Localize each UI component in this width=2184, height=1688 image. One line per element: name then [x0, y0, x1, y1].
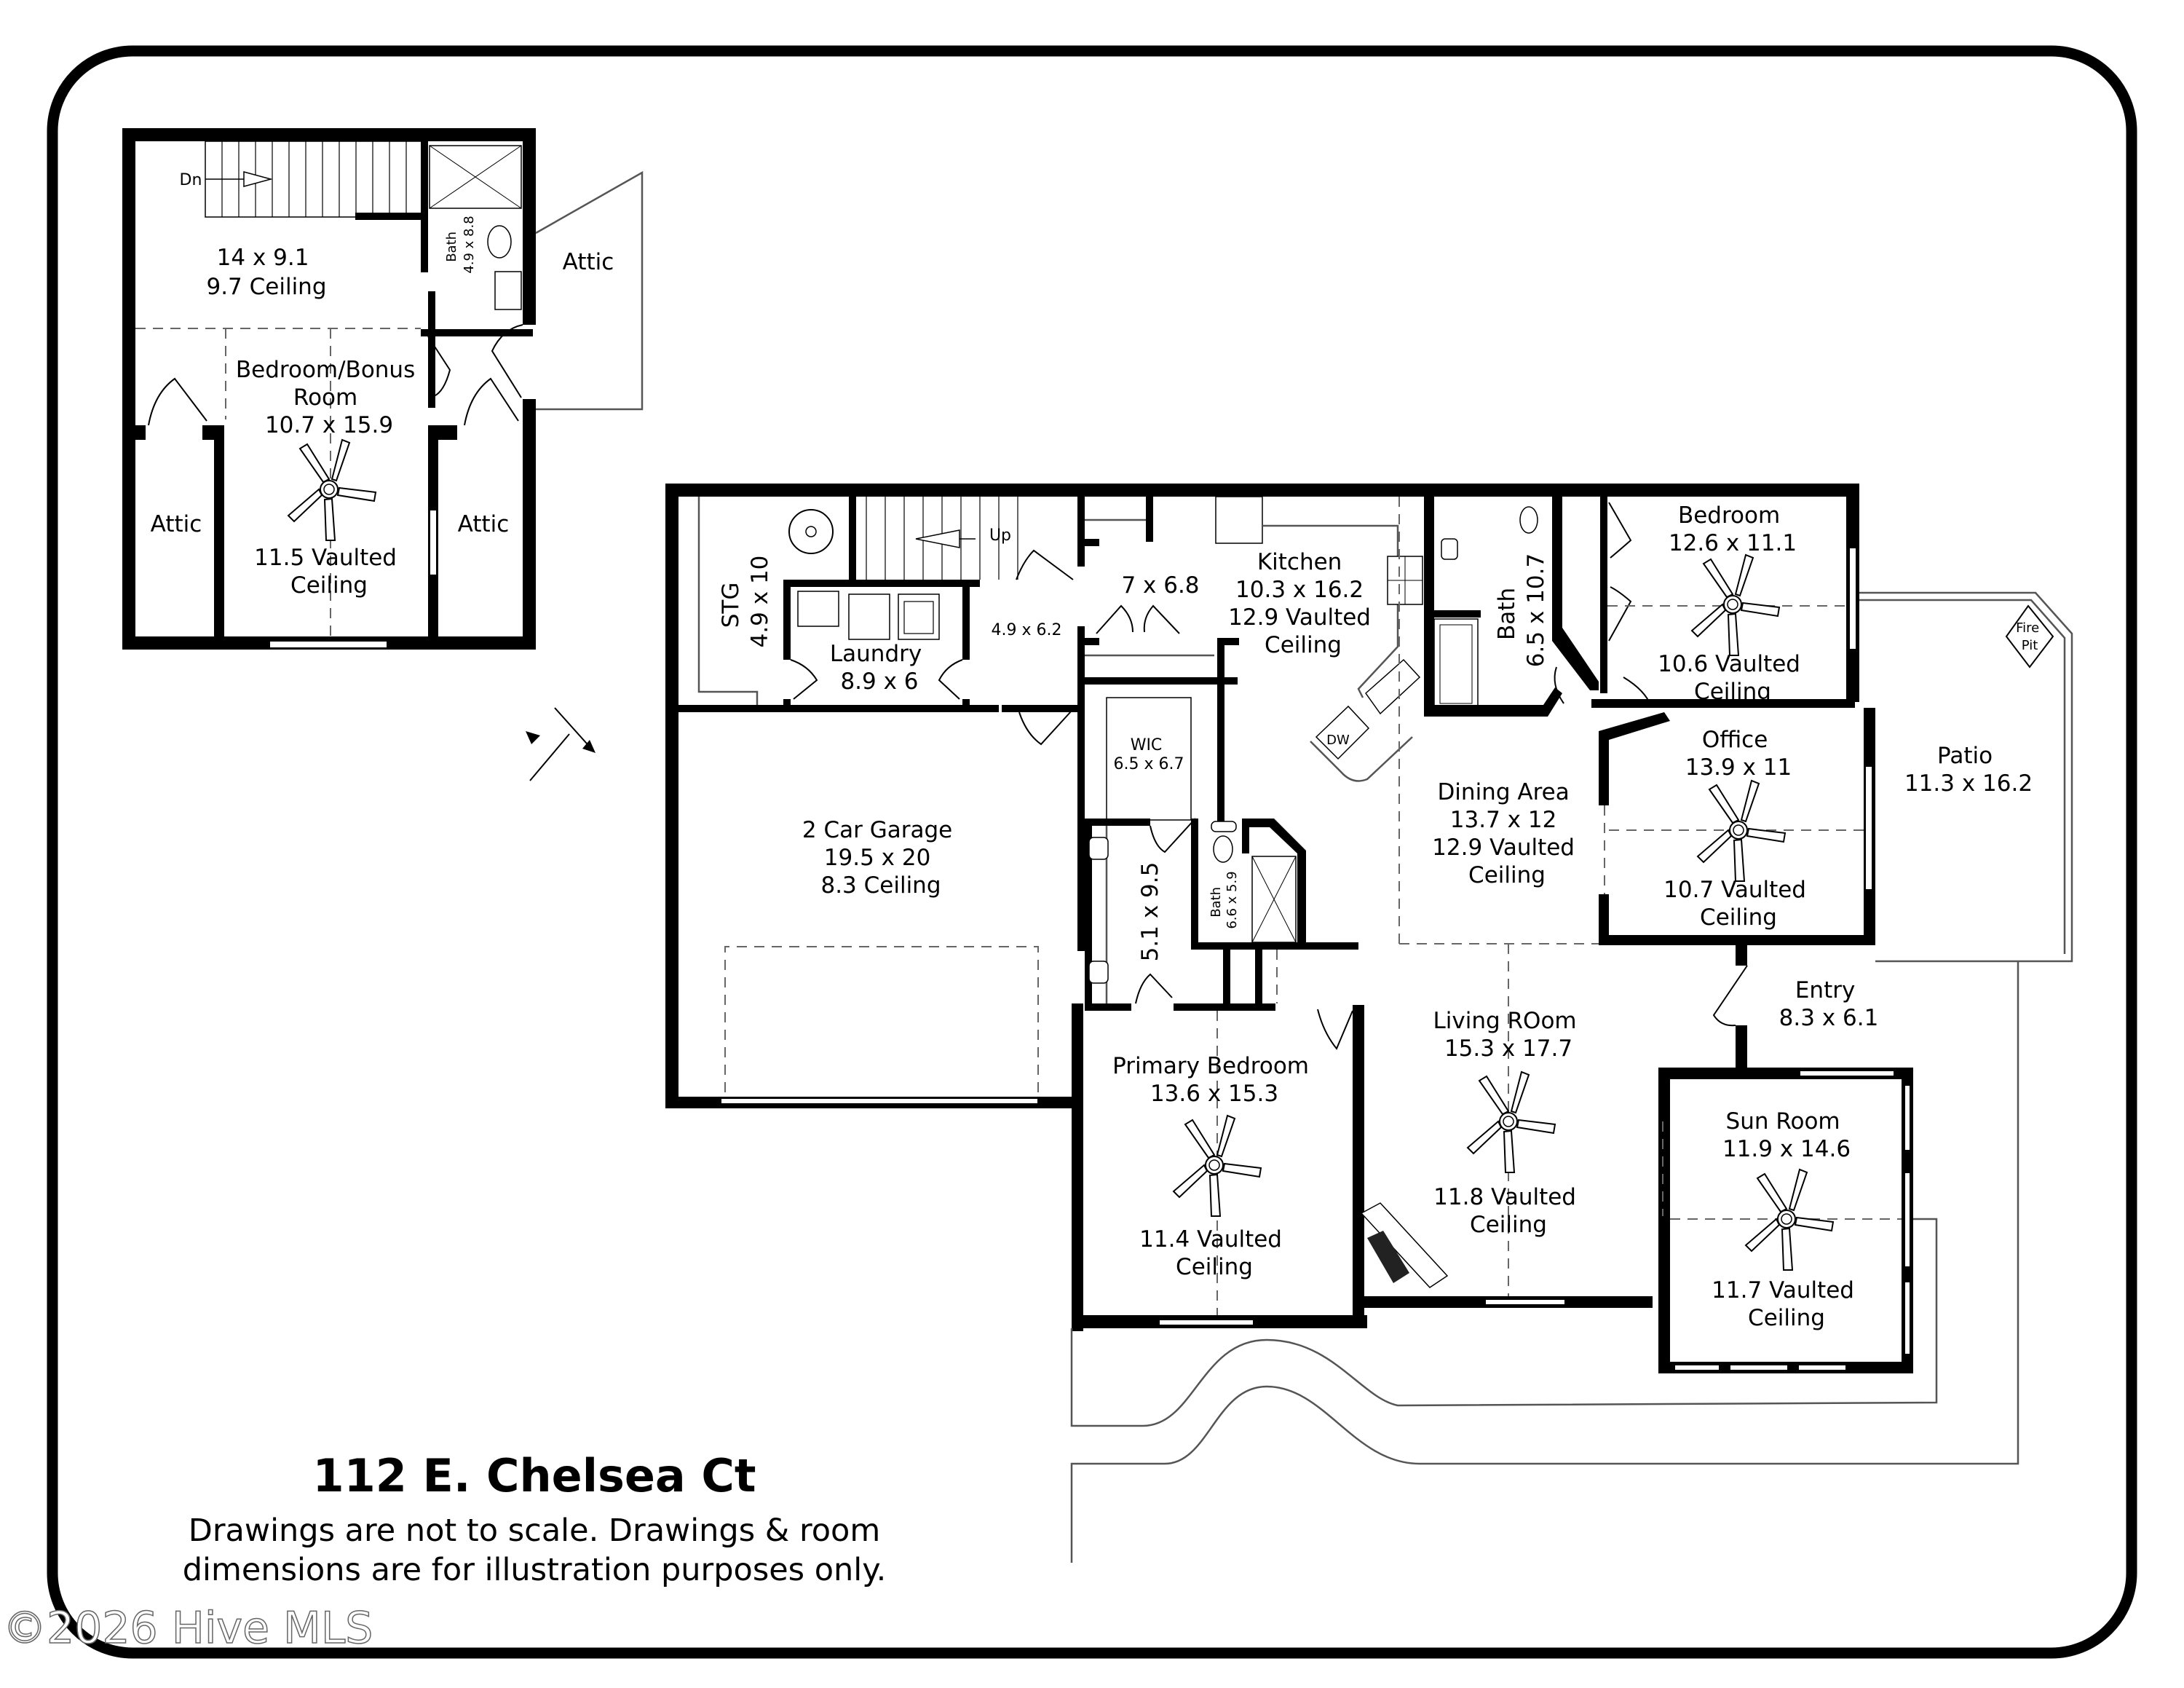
orientation-arrows-icon — [526, 707, 596, 781]
room-label-pantry: 7 x 6.8 — [1121, 572, 1199, 599]
room-ceiling-living: 11.8 Vaulted Ceiling — [1433, 1184, 1583, 1238]
room-label-office: Office 13.9 x 11 — [1685, 727, 1792, 781]
stairs-label: Dn — [180, 171, 202, 189]
room-label-bath-small: Bath 6.6 x 5.9 — [1208, 871, 1240, 928]
room-label-attic-right: Attic — [458, 511, 510, 537]
room-label-primary-bath: 5.1 x 9.5 — [1137, 862, 1163, 962]
ceiling-fan-icon — [1697, 780, 1786, 882]
room-label-wic: WIC 6.5 x 6.7 — [1114, 736, 1184, 773]
room-ceiling-bonus: 11.5 Vaulted Ceiling — [254, 545, 404, 599]
room-label-bath-hall: Bath 6.5 x 10.7 — [1494, 553, 1549, 667]
page-title: 112 E. Chelsea Ct — [313, 1449, 756, 1502]
room-label-sun-room: Sun Room 11.9 x 14.6 — [1722, 1108, 1851, 1162]
room-label-attic-left: Attic — [151, 511, 202, 537]
room-label-living: Living ROom 15.3 x 17.7 — [1433, 1008, 1584, 1062]
room-ceiling-sun-room: 11.7 Vaulted Ceiling — [1712, 1277, 1861, 1331]
range-icon — [1387, 556, 1423, 605]
room-ceiling-bedroom: 10.6 Vaulted Ceiling — [1658, 651, 1808, 705]
ceiling-fan-icon — [288, 439, 376, 541]
main-floor: Up — [665, 484, 2073, 1563]
room-label-bath-up: Bath 4.9 x 8.8 — [444, 216, 477, 273]
stairs-label: Up — [989, 526, 1011, 545]
watermark: ©2026 Hive MLS — [3, 1603, 373, 1654]
stairs-down: Dn — [180, 141, 423, 218]
room-label-loft: 14 x 9.1 9.7 Ceiling — [206, 245, 326, 300]
room-label-patio: Patio 11.3 x 16.2 — [1904, 743, 2033, 797]
disclaimer-line-2: dimensions are for illustration purposes… — [183, 1552, 887, 1588]
stairs-up: Up — [866, 497, 1018, 580]
room-label-entry: Entry 8.3 x 6.1 — [1779, 977, 1879, 1031]
room-label-attic-outside: Attic — [563, 249, 614, 275]
room-label-laundry: Laundry 8.9 x 6 — [830, 641, 929, 695]
room-label-bonus: Bedroom/Bonus Room 10.7 x 15.9 — [236, 357, 422, 438]
ceiling-fan-icon — [1173, 1115, 1262, 1217]
fire-pit-label: Fire Pit — [2016, 620, 2043, 653]
upper-floor: Dn Bath 4.9 x 8.8 — [122, 128, 644, 650]
room-label-stg: STG 4.9 x 10 — [718, 556, 773, 648]
dishwasher-label: DW — [1326, 733, 1350, 748]
room-label-hall: 4.9 x 6.2 — [992, 621, 1062, 639]
sink-island: DW — [1310, 658, 1421, 782]
room-label-bedroom: Bedroom 12.6 x 11.1 — [1669, 502, 1797, 556]
room-label-primary-bedroom: Primary Bedroom 13.6 x 15.3 — [1112, 1053, 1316, 1107]
ceiling-fan-icon — [1467, 1071, 1556, 1173]
room-label-dining: Dining Area 13.7 x 12 12.9 Vaulted Ceili… — [1432, 779, 1582, 888]
room-ceiling-office: 10.7 Vaulted Ceiling — [1663, 877, 1813, 931]
page-frame — [47, 45, 2137, 1659]
disclaimer-line-1: Drawings are not to scale. Drawings & ro… — [189, 1513, 880, 1549]
room-ceiling-primary-bedroom: 11.4 Vaulted Ceiling — [1139, 1226, 1289, 1280]
room-label-garage: 2 Car Garage 19.5 x 20 8.3 Ceiling — [802, 817, 960, 899]
room-label-kitchen: Kitchen 10.3 x 16.2 12.9 Vaulted Ceiling — [1228, 549, 1378, 658]
